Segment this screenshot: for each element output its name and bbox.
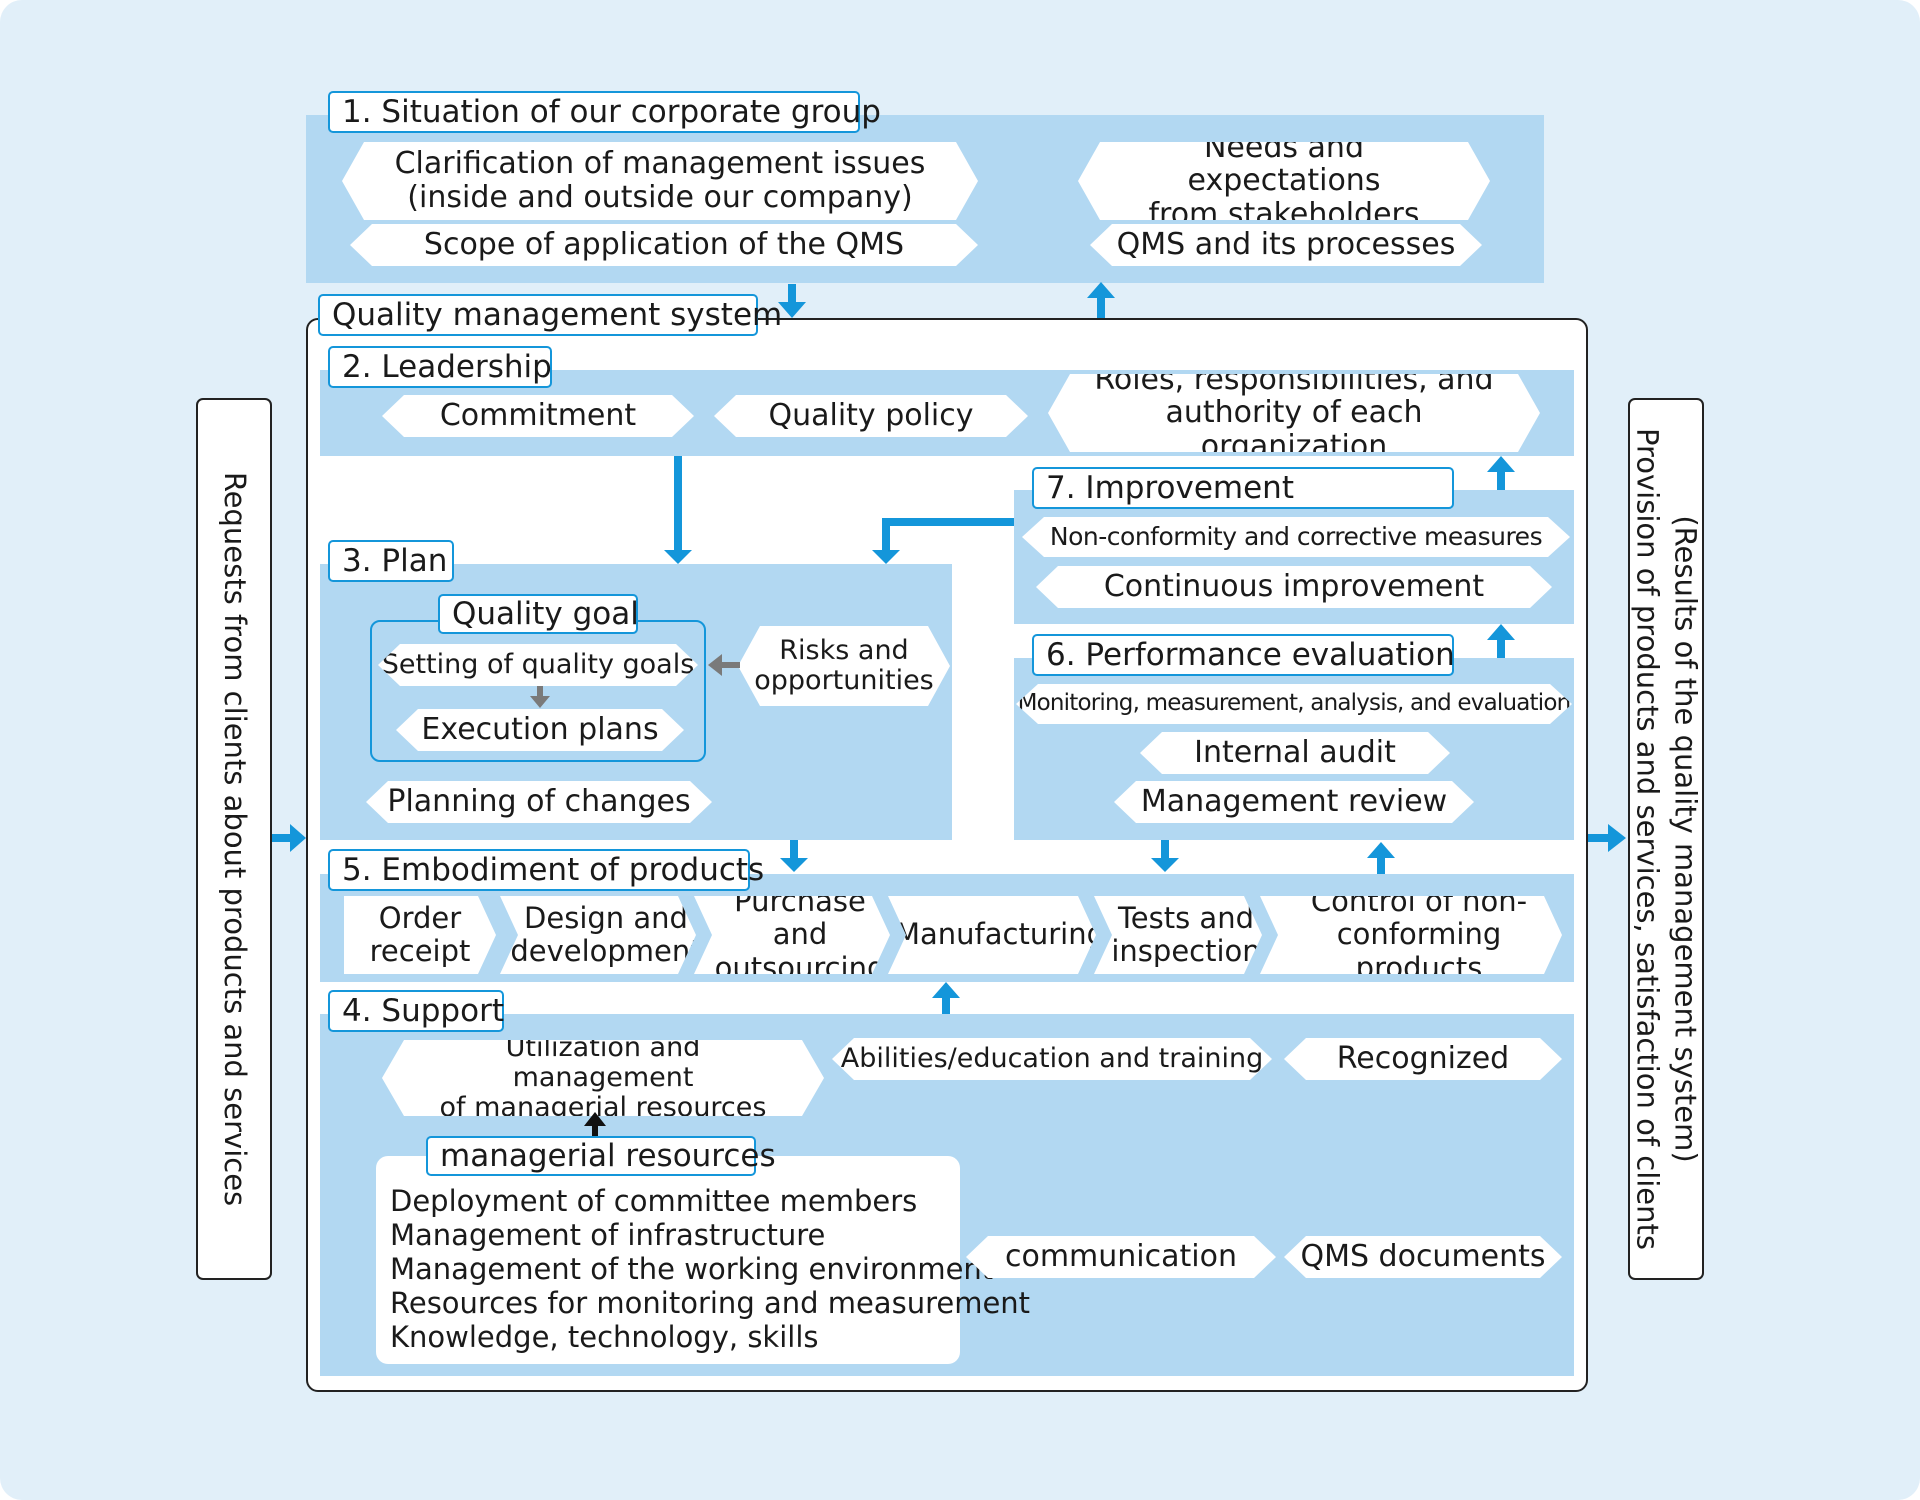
managerial-resources-box [376, 1156, 960, 1364]
internal-audit-node: Internal audit [1140, 732, 1450, 774]
step-purchase-outsourcing: Purchase and outsourcing [694, 896, 890, 974]
needs-node: Needs and expectations from stakeholders [1078, 142, 1490, 220]
performance-title: 6. Performance evaluation [1032, 634, 1455, 676]
section1-title: 1. Situation of our corporate group [328, 91, 881, 133]
client-requests-label: Requests from clients about products and… [217, 471, 252, 1207]
resource-item: Resources for monitoring and measurement [390, 1286, 1031, 1320]
step-order-receipt: Order receipt [344, 896, 496, 974]
managerial-resources-title: managerial resources [426, 1136, 776, 1176]
quality-goal-title: Quality goal [438, 594, 639, 634]
abilities-node: Abilities/education and training [832, 1038, 1272, 1080]
clarification-node: Clarification of management issues (insi… [342, 142, 978, 220]
resource-item: Management of infrastructure [390, 1218, 826, 1252]
resource-item: Knowledge, technology, skills [390, 1320, 819, 1354]
client-requests-box: Requests from clients about products and… [196, 398, 272, 1280]
plan-title: 3. Plan [328, 540, 454, 582]
scope-node: Scope of application of the QMS [350, 224, 978, 266]
roles-node: Roles, responsibilities, and authority o… [1048, 374, 1540, 452]
recognized-node: Recognized [1284, 1038, 1562, 1080]
embodiment-title: 5. Embodiment of products [328, 849, 764, 891]
support-title: 4. Support [328, 990, 504, 1032]
step-tests-inspection: Tests and inspection [1094, 896, 1262, 974]
qms-title: Quality management system [318, 294, 782, 336]
utilization-node: Utilization and management of managerial… [382, 1040, 824, 1116]
qms-documents-node: QMS documents [1284, 1236, 1562, 1278]
step-design-development: Design and development [500, 896, 696, 974]
setting-goals-node: Setting of quality goals [378, 644, 698, 686]
results-label: (Results of the quality management syste… [1628, 428, 1703, 1250]
monitoring-node: Monitoring, measurement, analysis, and e… [1016, 684, 1572, 724]
step-control-nonconforming: Control of non- conforming products [1260, 896, 1562, 974]
continuous-improvement-node: Continuous improvement [1036, 566, 1552, 608]
quality-policy-node: Quality policy [714, 395, 1028, 437]
results-box: (Results of the quality management syste… [1628, 398, 1704, 1280]
resource-item: Deployment of committee members [390, 1184, 918, 1218]
planning-changes-node: Planning of changes [366, 781, 712, 823]
nonconformity-node: Non-conformity and corrective measures [1022, 517, 1570, 557]
results-label-line2: Provision of products and services, sati… [1631, 427, 1665, 1251]
processes-node: QMS and its processes [1090, 224, 1482, 266]
management-review-node: Management review [1114, 781, 1474, 823]
leadership-title: 2. Leadership [328, 346, 552, 388]
commitment-node: Commitment [382, 395, 694, 437]
results-label-line1: (Results of the quality management syste… [1668, 515, 1703, 1163]
communication-node: communication [966, 1236, 1276, 1278]
improvement-title: 7. Improvement [1032, 467, 1454, 509]
resource-item: Management of the working environment [390, 1252, 994, 1286]
risks-node: Risks and opportunities [738, 626, 950, 706]
step-manufacturing: Manufacturing [888, 896, 1096, 974]
execution-plans-node: Execution plans [396, 709, 684, 751]
